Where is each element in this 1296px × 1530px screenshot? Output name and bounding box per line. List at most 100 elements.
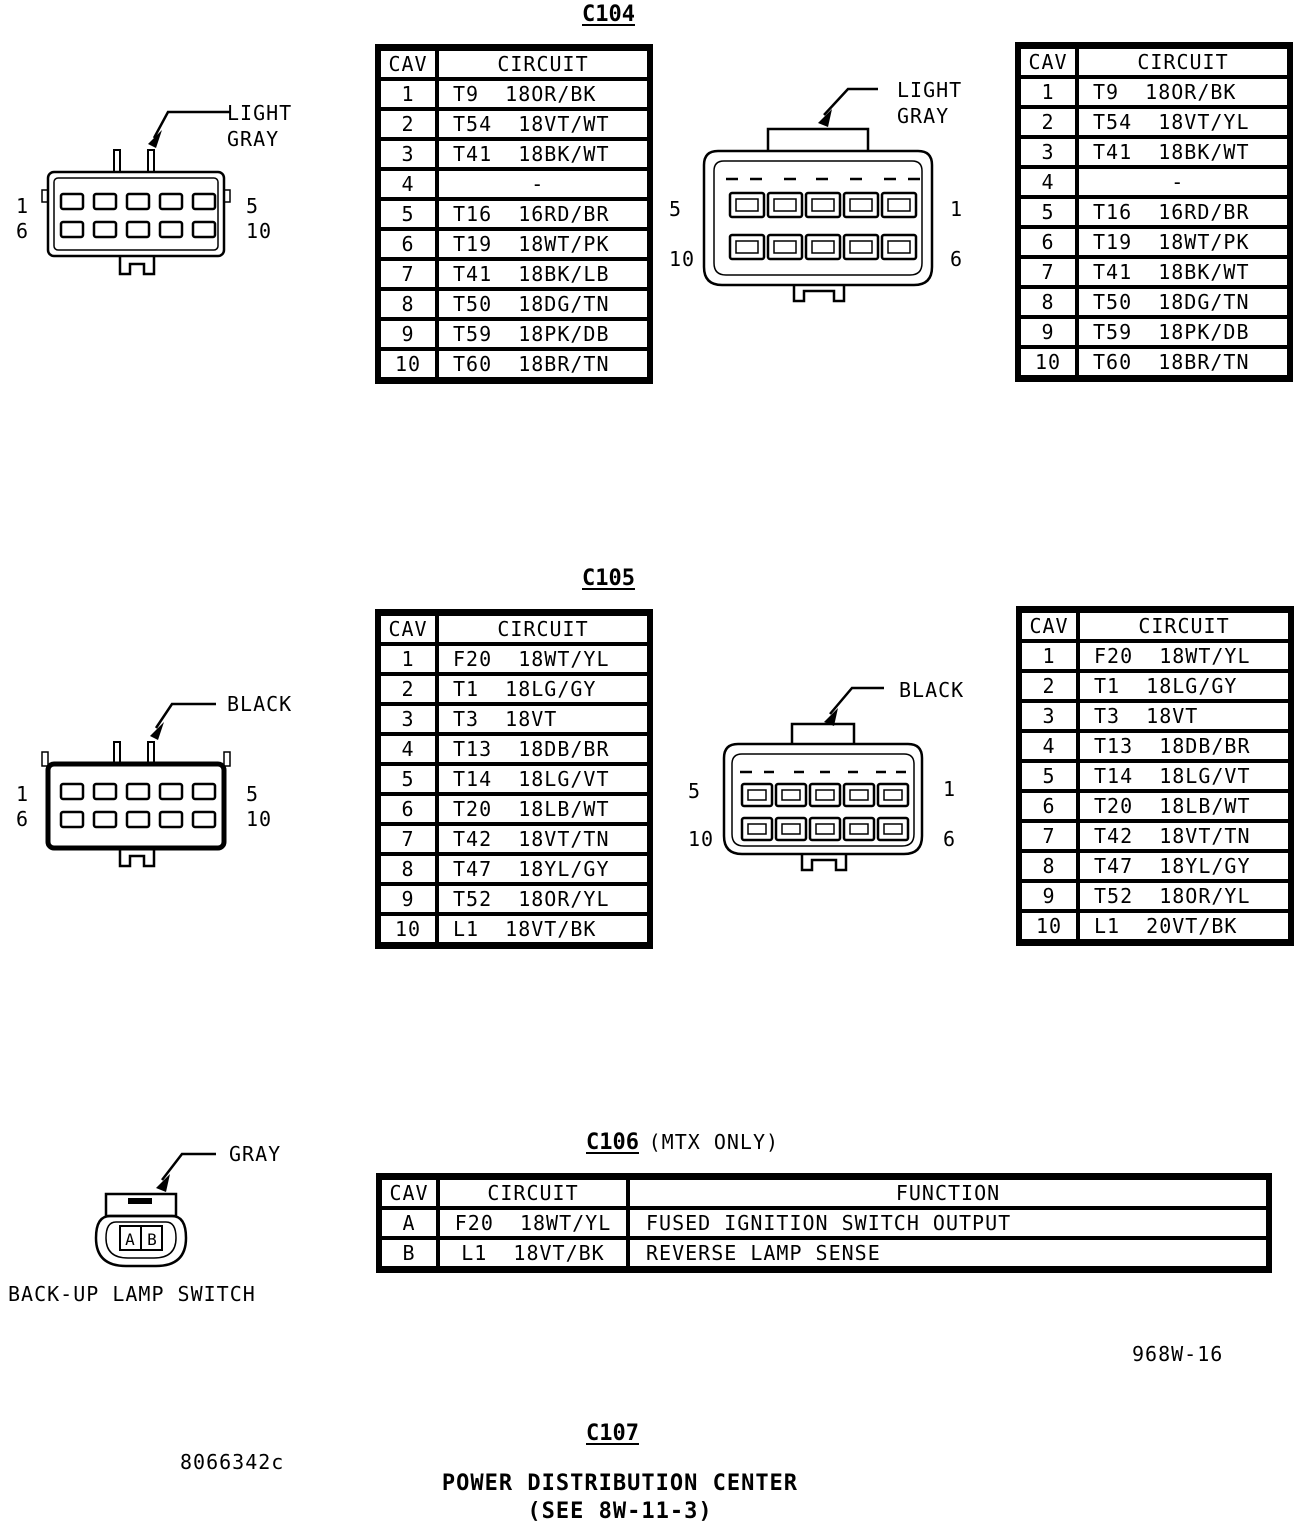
cav-cell: 9 bbox=[381, 321, 439, 347]
circuit-cell: T47 18YL/GY bbox=[439, 856, 647, 882]
circuit-cell: L1 18VT/BK bbox=[439, 916, 647, 942]
circuit-cell: T16 16RD/BR bbox=[1079, 199, 1287, 225]
c104-left-connector bbox=[41, 110, 231, 276]
circuit-cell: T42 18VT/TN bbox=[1080, 823, 1288, 849]
circuit-cell: T19 18WT/PK bbox=[439, 231, 647, 257]
c105-left-pin-5: 5 bbox=[246, 782, 260, 806]
circuit-cell: T60 18BR/TN bbox=[439, 351, 647, 377]
c105-left-pin-10: 10 bbox=[246, 807, 273, 831]
cav-cell: 4 bbox=[1021, 169, 1079, 195]
c104-right-connector bbox=[702, 87, 934, 303]
cav-header: CAV bbox=[381, 51, 439, 77]
circuit-cell: T20 18LB/WT bbox=[439, 796, 647, 822]
cav-header: CAV bbox=[1022, 613, 1080, 639]
circuit-cell: T41 18BK/LB bbox=[439, 261, 647, 287]
cav-cell: 6 bbox=[381, 796, 439, 822]
cav-cell: 4 bbox=[381, 171, 439, 197]
c104-title: C104 bbox=[582, 2, 635, 27]
cav-cell: 8 bbox=[1022, 853, 1080, 879]
cav-cell: 10 bbox=[381, 351, 439, 377]
circuit-cell: T1 18LG/GY bbox=[1080, 673, 1288, 699]
table-row: 4 - bbox=[381, 171, 647, 197]
c106-pin-b: B bbox=[147, 1230, 157, 1249]
cav-header: CAV bbox=[382, 1180, 440, 1206]
cav-cell: 2 bbox=[381, 111, 439, 137]
cav-cell: 3 bbox=[1022, 703, 1080, 729]
circuit-cell: T14 18LG/VT bbox=[1080, 763, 1288, 789]
cav-cell: 4 bbox=[1022, 733, 1080, 759]
circuit-cell: F20 18WT/YL bbox=[1080, 643, 1288, 669]
cav-cell: 2 bbox=[381, 676, 439, 702]
function-header: FUNCTION bbox=[630, 1180, 1266, 1206]
c104-right-pin-1: 1 bbox=[950, 197, 964, 221]
cav-cell: 5 bbox=[381, 201, 439, 227]
cav-cell: A bbox=[382, 1210, 440, 1236]
cav-cell: 2 bbox=[1021, 109, 1079, 135]
c104-right-pin-6: 6 bbox=[950, 247, 964, 271]
circuit-cell: T52 18OR/YL bbox=[439, 886, 647, 912]
cav-cell: 10 bbox=[1022, 913, 1080, 939]
circuit-cell: T41 18BK/WT bbox=[1079, 259, 1287, 285]
cav-cell: 3 bbox=[381, 141, 439, 167]
circuit-cell: T59 18PK/DB bbox=[439, 321, 647, 347]
cav-cell: 5 bbox=[1021, 199, 1079, 225]
cav-cell: 9 bbox=[381, 886, 439, 912]
c105-left-color-label: BLACK bbox=[227, 692, 293, 716]
circuit-cell: T20 18LB/WT bbox=[1080, 793, 1288, 819]
cav-cell: 1 bbox=[1021, 79, 1079, 105]
circuit-cell: T19 18WT/PK bbox=[1079, 229, 1287, 255]
circuit-cell: L1 18VT/BK bbox=[440, 1240, 630, 1266]
c107-line-1: POWER DISTRIBUTION CENTER bbox=[441, 1471, 799, 1496]
c104-left-pin-6: 6 bbox=[16, 219, 30, 243]
cav-cell: 2 bbox=[1022, 673, 1080, 699]
c107-title: C107 bbox=[586, 1421, 639, 1446]
figure-code: 968W-16 bbox=[1132, 1342, 1224, 1366]
c105-left-pin-1: 1 bbox=[16, 782, 30, 806]
circuit-cell: T41 18BK/WT bbox=[1079, 139, 1287, 165]
cav-cell: 7 bbox=[1021, 259, 1079, 285]
cav-cell: 5 bbox=[1022, 763, 1080, 789]
c107-line-2: (SEE 8W-11-3) bbox=[527, 1499, 713, 1524]
function-cell: FUSED IGNITION SWITCH OUTPUT bbox=[630, 1210, 1266, 1236]
c105-title: C105 bbox=[582, 566, 635, 591]
cav-cell: 6 bbox=[1022, 793, 1080, 819]
c105-right-connector bbox=[722, 686, 924, 872]
c105-left-connector bbox=[41, 702, 231, 868]
circuit-cell: T41 18BK/WT bbox=[439, 141, 647, 167]
cav-cell: 6 bbox=[381, 231, 439, 257]
circuit-cell: F20 18WT/YL bbox=[439, 646, 647, 672]
c105-left-pin-6: 6 bbox=[16, 807, 30, 831]
circuit-cell: T13 18DB/BR bbox=[439, 736, 647, 762]
c107-description: POWER DISTRIBUTION CENTER (SEE 8W-11-3) bbox=[380, 1470, 860, 1526]
circuit-header: CIRCUIT bbox=[1080, 613, 1288, 639]
c105-right-pin-10: 10 bbox=[688, 827, 715, 851]
